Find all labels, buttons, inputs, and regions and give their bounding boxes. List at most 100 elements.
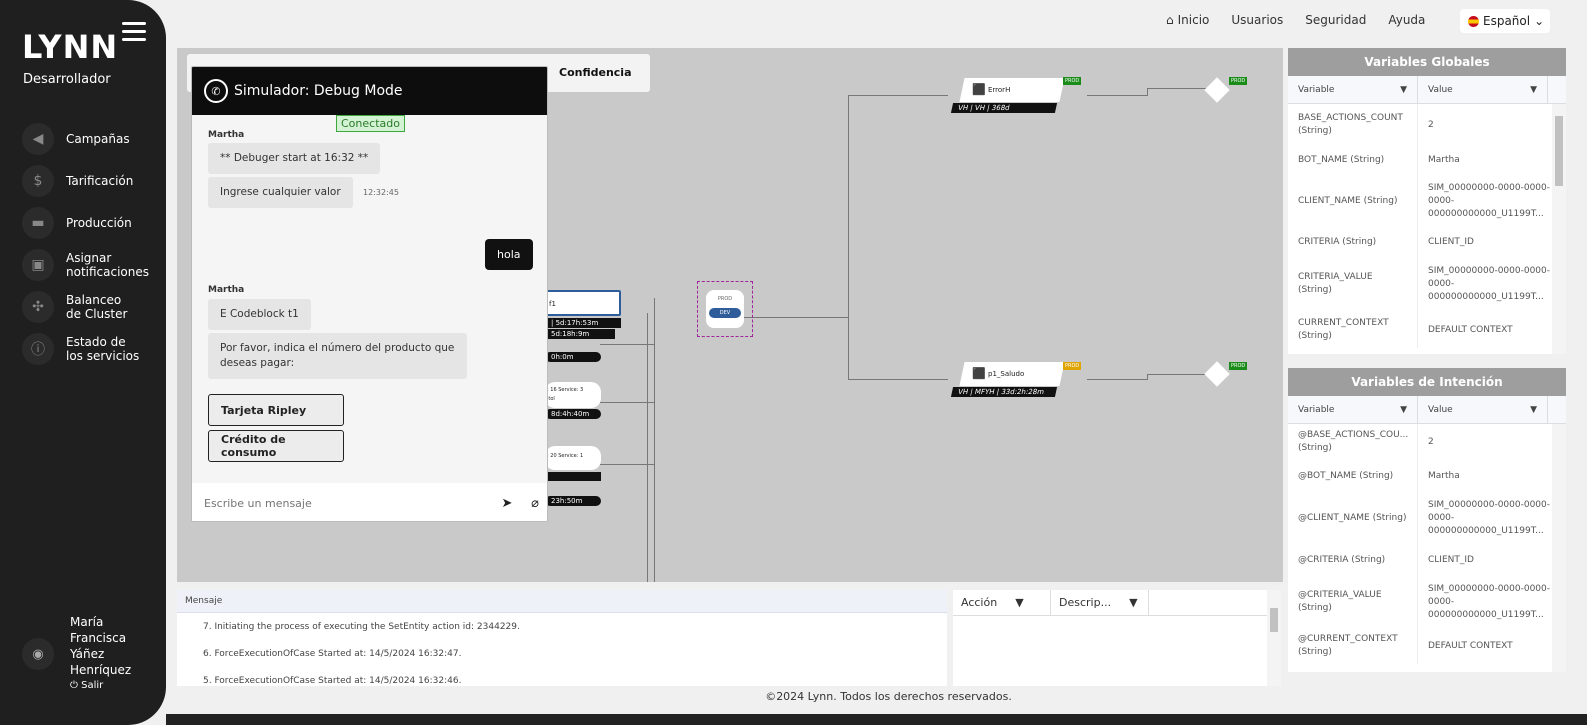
node-stats: 23h:50m (551, 497, 583, 505)
logout-button[interactable]: ⏻ Salir (70, 680, 103, 691)
variable-row[interactable]: @BASE_ACTIONS_COU... (String)2 (1288, 424, 1566, 460)
variable-name: CLIENT_NAME (String) (1288, 174, 1418, 228)
column-accion[interactable]: Acción ▼ (953, 590, 1051, 615)
log-line: 6. ForceExecutionOfCase Started at: 14/5… (203, 648, 462, 659)
connector-line (600, 344, 654, 345)
dollar-icon: $ (22, 165, 54, 197)
sidebar-item-label: Balanceo de Cluster (66, 293, 128, 321)
variable-row[interactable]: CURRENT_CONTEXT (String)DEFAULT CONTEXT (1288, 312, 1566, 348)
node-stats-bar: 0h:0m (545, 352, 601, 362)
variable-row[interactable]: @CLIENT_NAME (String)SIM_00000000-0000-0… (1288, 492, 1566, 544)
filter-icon[interactable]: ▼ (1400, 404, 1407, 415)
sidebar-item-asignar-notificaciones[interactable]: ▣ Asignar notificaciones (22, 244, 162, 286)
variable-row[interactable]: @CRITERIA_VALUE (String)SIM_00000000-000… (1288, 576, 1566, 628)
spain-flag-icon (1468, 15, 1479, 27)
variable-value: CLIENT_ID (1428, 236, 1474, 247)
language-select[interactable]: Español ⌄ (1460, 9, 1550, 33)
flow-node-errorh[interactable]: ⬛ ErrorH (959, 78, 1065, 102)
paperclip-icon[interactable]: ⌀ (531, 495, 539, 511)
filter-icon[interactable]: ▼ (1015, 596, 1024, 609)
column-descripcion[interactable]: Descrip...▼ (1051, 590, 1149, 615)
debug-simulator: ✆ Simulador: Debug Mode Conectado Martha… (191, 66, 548, 522)
variable-value: CLIENT_ID (1428, 554, 1474, 565)
column-label: Variable (1298, 404, 1335, 415)
nav-usuarios[interactable]: Usuarios (1231, 13, 1284, 27)
sidebar-item-campanas[interactable]: ◀ Campañas (22, 118, 162, 160)
bot-message: Por favor, indica el número del producto… (208, 333, 467, 379)
table-header: Variable ▼ Value▼ (1288, 396, 1566, 424)
variable-row[interactable]: @BOT_NAME (String)Martha (1288, 460, 1566, 492)
camera-icon[interactable]: ◉ (22, 638, 54, 670)
nav-ayuda[interactable]: Ayuda (1388, 13, 1426, 27)
power-icon: ⏻ (70, 680, 78, 691)
log-line: 7. Initiating the process of executing t… (203, 621, 520, 632)
variable-row[interactable]: CLIENT_NAME (String)SIM_00000000-0000-00… (1288, 174, 1566, 228)
column-variable[interactable]: Variable ▼ (1288, 396, 1418, 423)
variable-row[interactable]: CRITERIA_VALUE (String)SIM_00000000-0000… (1288, 256, 1566, 312)
flow-node-partial[interactable]: : 20 Service: 1 (545, 446, 601, 470)
variable-row[interactable]: CRITERIA (String)CLIENT_ID (1288, 228, 1566, 256)
node-stats-bar: 8d:4h:40m (545, 409, 601, 419)
flow-node-partial[interactable]: f1 (545, 290, 621, 316)
scrollbar[interactable] (1552, 424, 1566, 672)
flow-node-saludo[interactable]: ⬛ p1_Saludo (959, 362, 1065, 386)
node-stats-bar (545, 472, 601, 481)
scrollbar-thumb[interactable] (1270, 608, 1278, 632)
connector-line (848, 379, 948, 380)
column-variable[interactable]: Variable▼ (1288, 76, 1418, 103)
sidebar-item-estado-servicios[interactable]: ⓘ Estado de los servicios (22, 328, 162, 370)
option-button-credito-consumo[interactable]: Crédito de consumo (208, 430, 344, 462)
variable-name: CURRENT_CONTEXT (String) (1288, 312, 1418, 348)
sidebar-item-balanceo-cluster[interactable]: ✣ Balanceo de Cluster (22, 286, 162, 328)
filter-icon[interactable]: ▼ (1530, 404, 1537, 415)
lynn-logo[interactable]: LYNN (22, 28, 119, 66)
send-icon[interactable]: ➤ (501, 495, 513, 511)
flow-decision-node[interactable] (1204, 361, 1230, 387)
nav-home[interactable]: ⌂Inicio (1166, 13, 1209, 27)
node-title: f1 (549, 300, 556, 308)
flow-switch-node[interactable]: PROD DEV (697, 281, 753, 337)
megaphone-icon: ◀ (22, 123, 54, 155)
node-title: : 16 Service: 3 (547, 387, 584, 393)
filter-icon[interactable]: ▼ (1129, 596, 1138, 609)
prod-badge: PROD (1229, 77, 1248, 85)
column-value[interactable]: Value▼ (1418, 76, 1548, 103)
language-label: Español (1483, 14, 1531, 28)
node-title: p1_Saludo (988, 370, 1025, 378)
message-timestamp: 12:32:45 (363, 188, 399, 197)
intent-variables-body[interactable]: @BASE_ACTIONS_COU... (String)2@BOT_NAME … (1288, 424, 1566, 672)
chevron-down-icon: ⌄ (1534, 14, 1545, 28)
sidebar-item-tarificacion[interactable]: $ Tarificación (22, 160, 162, 202)
node-stats: 8d:4h:40m (551, 410, 590, 418)
column-label: Acción (961, 596, 998, 609)
cube-icon: ⬛ (972, 367, 986, 380)
sidebar-item-produccion[interactable]: ▬ Producción (22, 202, 162, 244)
hamburger-menu-icon[interactable] (122, 22, 146, 46)
table-header: Acción ▼ Descrip...▼ (953, 590, 1281, 616)
filter-icon[interactable]: ▼ (1400, 84, 1407, 95)
bottom-bar (166, 714, 1587, 725)
variable-row[interactable]: BASE_ACTIONS_COUNT (String)2 (1288, 104, 1566, 146)
variable-row[interactable]: BOT_NAME (String)Martha (1288, 146, 1566, 174)
nav-seguridad[interactable]: Seguridad (1305, 13, 1367, 27)
column-value[interactable]: Value▼ (1418, 396, 1548, 423)
scrollbar[interactable] (1552, 104, 1566, 354)
variable-row[interactable]: @CRITERIA (String)CLIENT_ID (1288, 544, 1566, 576)
filter-icon[interactable]: ▼ (1530, 84, 1537, 95)
scrollbar[interactable] (1267, 590, 1281, 686)
variable-row[interactable]: @CURRENT_CONTEXT (String)DEFAULT CONTEXT (1288, 628, 1566, 664)
message-log: Mensaje 7. Initiating the process of exe… (177, 590, 947, 686)
log-header: Mensaje (177, 590, 947, 613)
variable-value: Martha (1428, 470, 1460, 481)
sidebar-item-label: Tarificación (66, 174, 134, 188)
whatsapp-icon: ✆ (204, 79, 228, 103)
connector-line (600, 402, 654, 403)
sidebar-nav: ◀ Campañas $ Tarificación ▬ Producción ▣… (22, 118, 162, 370)
scrollbar-thumb[interactable] (1555, 116, 1563, 186)
message-input[interactable] (204, 496, 493, 510)
flow-decision-node[interactable] (1204, 77, 1230, 103)
option-button-tarjeta-ripley[interactable]: Tarjeta Ripley (208, 394, 344, 426)
nav-home-label: Inicio (1177, 13, 1210, 27)
flow-node-partial[interactable]: : 16 Service: 3 ltol (545, 382, 601, 408)
